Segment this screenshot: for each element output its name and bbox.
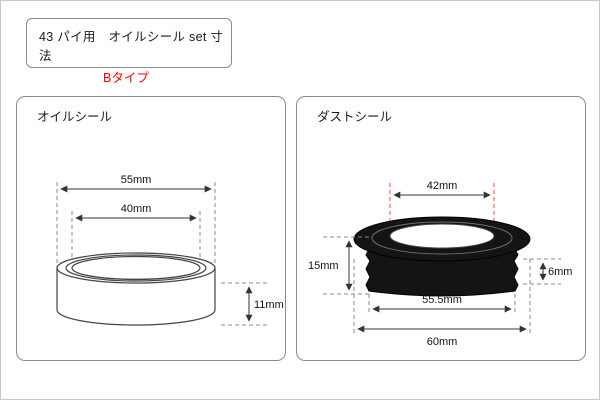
- dim-flange-width: 60mm: [353, 259, 531, 348]
- dim-label-40mm: 40mm: [121, 203, 152, 215]
- page-title: 43 パイ用 オイルシール set 寸法: [39, 30, 224, 63]
- dim-label-60mm: 60mm: [427, 336, 458, 348]
- dim-label-42mm: 42mm: [427, 180, 458, 192]
- dim-height: 11mm: [221, 282, 284, 326]
- dim-label-15mm: 15mm: [308, 260, 339, 272]
- dim-inner-width: 40mm: [71, 203, 201, 263]
- dim-right-height: 6mm: [523, 258, 572, 285]
- dim-label-55mm: 55mm: [121, 174, 152, 186]
- dust-seal-title: ダストシール: [317, 110, 393, 124]
- dust-seal-diagram: 42mm 15mm 6mm: [308, 180, 572, 348]
- dim-label-6mm: 6mm: [548, 266, 572, 278]
- dim-outer-width: 55mm: [56, 174, 216, 267]
- page-subtitle: Bタイプ: [103, 71, 149, 85]
- title-box: 43 パイ用 オイルシール set 寸法 Bタイプ: [26, 18, 232, 85]
- dim-top-inner-width: 42mm: [389, 180, 495, 230]
- oil-seal-diagram: 55mm 40mm: [56, 174, 284, 326]
- dust-seal-panel: ダストシール 42mm 15mm: [296, 96, 586, 361]
- oil-seal-title: オイルシール: [37, 110, 113, 124]
- dust-seal-drawing: [353, 216, 531, 297]
- oil-seal-panel: オイルシール 55mm 40mm: [16, 96, 286, 361]
- oil-seal-drawing: [56, 252, 216, 326]
- dim-label-55-5mm: 55.5mm: [422, 294, 462, 306]
- dim-body-width: 55.5mm: [368, 294, 516, 313]
- dim-left-height: 15mm: [308, 236, 371, 295]
- dim-label-11mm: 11mm: [254, 299, 284, 311]
